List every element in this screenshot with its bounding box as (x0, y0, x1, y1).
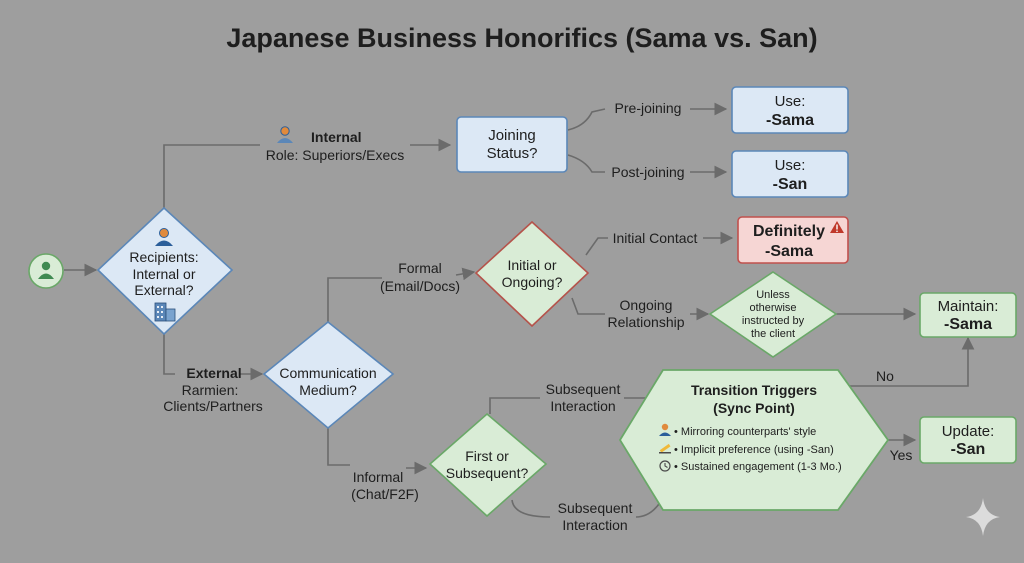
medium-line1: Communication (279, 365, 376, 381)
unless-line1: Unless (756, 289, 790, 301)
unless-line2: otherwise (749, 302, 796, 314)
decision-first-subsequent: First or Subsequent? (428, 412, 548, 518)
external-heading: External (186, 365, 241, 381)
edge-initial-ongoing (571, 297, 605, 315)
ongoing-line2: Relationship (607, 314, 684, 330)
edge-triggers-no (820, 336, 975, 387)
transition-triggers: Transition Triggers (Sync Point) • Mirro… (618, 369, 890, 511)
use-san-line1: Use: (775, 157, 806, 174)
recipients-line1: Recipients: (129, 249, 198, 265)
first-sub-line2: Subsequent? (446, 465, 529, 481)
informal-line2: (Chat/F2F) (351, 486, 419, 502)
trigger-item-2: • Implicit preference (using -San) (674, 444, 834, 456)
update-line1: Update: (942, 423, 995, 440)
joining-line1: Joining (488, 127, 536, 144)
pre-joining-label: Pre-joining (615, 100, 682, 116)
edge-joining-pre (567, 108, 606, 131)
formal-line2: (Email/Docs) (380, 278, 460, 294)
post-joining-label: Post-joining (611, 164, 684, 180)
subsequent-top-line1: Subsequent (546, 381, 621, 397)
definitely-sama-box: Definitely -Sama (737, 216, 849, 264)
external-label: External Rarmien: Clients/Partners (163, 365, 263, 414)
building-icon (154, 302, 176, 322)
definitely-line2: -Sama (765, 243, 813, 260)
initial-ongoing-line1: Initial or (507, 257, 556, 273)
person-icon (659, 423, 671, 436)
edge-initial-contact (585, 237, 608, 256)
formal-line1: Formal (398, 260, 442, 276)
person-icon (155, 228, 173, 246)
edge-firstsub-subsequent-bottom (511, 499, 551, 518)
internal-role: Role: Superiors/Execs (266, 147, 405, 163)
joining-status-box: Joining Status? (456, 116, 568, 173)
use-sama-line2: -Sama (766, 112, 814, 129)
edge-medium-formal (327, 277, 382, 322)
decision-initial-ongoing: Initial or Ongoing? (474, 220, 590, 328)
unless-line3: instructed by (742, 315, 805, 327)
clock-icon (659, 460, 671, 472)
use-san-line2: -San (773, 176, 808, 193)
subsequent-top-line2: Interaction (550, 398, 615, 414)
medium-line2: Medium? (299, 382, 357, 398)
decision-medium: Communication Medium? (262, 320, 395, 430)
edge-formal-initial (455, 267, 476, 281)
ongoing-line1: Ongoing (620, 297, 673, 313)
maintain-line2: -Sama (944, 316, 992, 333)
external-line3: Clients/Partners (163, 398, 263, 414)
yes-label: Yes (890, 447, 913, 463)
internal-label: Internal Role: Superiors/Execs (266, 126, 405, 163)
warning-icon (830, 221, 844, 233)
joining-line2: Status? (487, 145, 538, 162)
decision-unless: Unless otherwise instructed by the clien… (708, 271, 838, 358)
initial-contact-label: Initial Contact (613, 230, 698, 246)
use-sama-line1: Use: (775, 93, 806, 110)
start-node (28, 253, 64, 289)
triggers-title2: (Sync Point) (713, 400, 795, 416)
edge-recipients-internal (163, 144, 260, 208)
recipients-line2: Internal or (132, 266, 195, 282)
person-icon (38, 261, 54, 279)
page-title: Japanese Business Honorifics (Sama vs. S… (226, 23, 817, 53)
trigger-item-3: • Sustained engagement (1-3 Mo.) (674, 461, 842, 473)
use-san-box: Use: -San (731, 150, 849, 198)
informal-line1: Informal (353, 469, 404, 485)
first-sub-line1: First or (465, 448, 509, 464)
triggers-title1: Transition Triggers (691, 382, 817, 398)
maintain-sama-box: Maintain: -Sama (919, 292, 1017, 338)
subsequent-bottom-line1: Subsequent (558, 500, 633, 516)
subsequent-bottom-line2: Interaction (562, 517, 627, 533)
internal-heading: Internal (311, 129, 362, 145)
edge-firstsub-subsequent-top (489, 397, 540, 414)
update-san-box: Update: -San (919, 416, 1017, 464)
recipients-line3: External? (134, 282, 193, 298)
decision-recipients: Recipients: Internal or External? (96, 206, 234, 336)
initial-ongoing-line2: Ongoing? (502, 274, 563, 290)
definitely-line1: Definitely (753, 223, 825, 240)
external-line2: Rarmien: (182, 382, 239, 398)
unless-line4: the client (751, 328, 795, 340)
use-sama-box: Use: -Sama (731, 86, 849, 134)
update-line2: -San (951, 441, 986, 458)
sparkle-icon (966, 498, 1000, 536)
maintain-line1: Maintain: (938, 298, 999, 315)
edge-recipients-external (163, 334, 175, 375)
pen-icon (659, 443, 671, 454)
person-icon (277, 126, 293, 143)
trigger-item-1: • Mirroring counterparts' style (674, 426, 816, 438)
edge-medium-informal (327, 428, 350, 466)
no-label: No (876, 368, 894, 384)
edge-joining-post (567, 154, 605, 173)
